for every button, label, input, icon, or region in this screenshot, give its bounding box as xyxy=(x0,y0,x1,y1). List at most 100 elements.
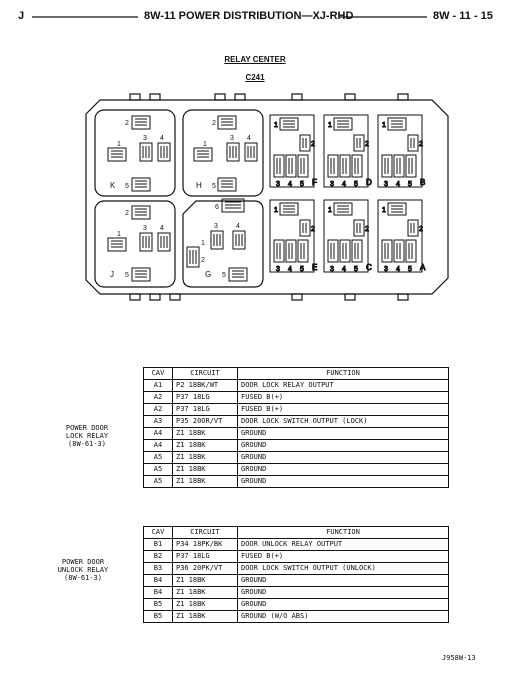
svg-text:3: 3 xyxy=(143,135,147,142)
header-page-number: 8W - 11 - 15 xyxy=(433,10,493,22)
svg-text:4: 4 xyxy=(247,135,251,142)
svg-text:1: 1 xyxy=(201,240,205,247)
header-rules xyxy=(32,16,427,18)
pin-label: 4 xyxy=(342,181,346,188)
pin-label: 2 xyxy=(365,141,369,148)
figure-id: J958W-13 xyxy=(442,654,476,662)
pin-label: 3 xyxy=(276,181,280,188)
pin-label: 4 xyxy=(288,266,292,273)
relay-letter-h: H xyxy=(196,181,202,190)
svg-text:5: 5 xyxy=(212,183,216,190)
table-header-row: CAV CIRCUIT FUNCTION xyxy=(143,367,449,380)
svg-text:2: 2 xyxy=(125,210,129,217)
pin-label: 2 xyxy=(311,226,315,233)
relay-letter-k: K xyxy=(110,181,116,190)
svg-text:2: 2 xyxy=(201,257,205,264)
svg-text:4: 4 xyxy=(160,225,164,232)
pin-label: 1 xyxy=(328,122,332,129)
relay-letter-a: A xyxy=(420,263,426,272)
pin-label: 1 xyxy=(328,207,332,214)
svg-text:3: 3 xyxy=(143,225,147,232)
pin-label: 3 xyxy=(384,181,388,188)
relay-socket-k xyxy=(94,109,176,197)
svg-text:6: 6 xyxy=(215,204,219,211)
relay-letter-d: D xyxy=(366,178,372,187)
pin-label: 5 xyxy=(354,266,358,273)
relay-letter-g: G xyxy=(205,270,211,279)
svg-text:5: 5 xyxy=(125,272,129,279)
lock-relay-label: POWER DOOR LOCK RELAY (8W-61-3) xyxy=(65,424,109,448)
pin-label: 1 xyxy=(274,122,278,129)
pin-label: 3 xyxy=(276,266,280,273)
svg-text:3: 3 xyxy=(214,223,218,230)
pin-label: 1 xyxy=(274,207,278,214)
pin-label: 1 xyxy=(382,207,386,214)
col-circuit: CIRCUIT xyxy=(172,526,238,539)
col-function: FUNCTION xyxy=(237,367,449,380)
relay-letter-b: B xyxy=(420,178,425,187)
connector-id: C241 xyxy=(245,73,265,82)
relay-socket-h xyxy=(182,109,264,197)
svg-text:1: 1 xyxy=(117,141,121,148)
svg-text:5: 5 xyxy=(125,183,129,190)
relay-center-diagram: 2 1 3 4 5 2 1 3 4 5 2 1 3 4 5 6 2 3 4 1 5 K H J G 1 2 3… xyxy=(85,93,449,301)
col-circuit: CIRCUIT xyxy=(172,367,238,380)
pin-label: 3 xyxy=(330,181,334,188)
svg-text:3: 3 xyxy=(230,135,234,142)
pin-label: 4 xyxy=(288,181,292,188)
unlock-relay-label: POWER DOOR UNLOCK RELAY (8W-61-3) xyxy=(57,558,109,582)
svg-text:4: 4 xyxy=(160,135,164,142)
pin-label: 5 xyxy=(300,266,304,273)
svg-text:5: 5 xyxy=(222,272,226,279)
pin-label: 5 xyxy=(300,181,304,188)
pin-label: 1 xyxy=(382,122,386,129)
pin-label: 3 xyxy=(384,266,388,273)
svg-text:2: 2 xyxy=(212,120,216,127)
relay-socket-j xyxy=(94,200,176,288)
svg-text:1: 1 xyxy=(203,141,207,148)
svg-text:4: 4 xyxy=(236,223,240,230)
pin-label: 5 xyxy=(408,181,412,188)
pin-label: 4 xyxy=(342,266,346,273)
mini-relay-socket-f: 1 2 3 4 5 F xyxy=(269,114,318,189)
relay-socket-g xyxy=(182,200,264,288)
col-cav: CAV xyxy=(143,367,173,380)
pin-label: 5 xyxy=(408,266,412,273)
svg-text:1: 1 xyxy=(117,231,121,238)
pin-label: 2 xyxy=(311,141,315,148)
relay-letter-c: C xyxy=(366,263,372,272)
svg-text:2: 2 xyxy=(125,120,129,127)
diagram-title: RELAY CENTER xyxy=(224,55,286,64)
pin-label: 3 xyxy=(330,266,334,273)
pin-label: 2 xyxy=(419,226,423,233)
relay-letter-f: F xyxy=(312,178,317,187)
table-header-row: CAV CIRCUIT FUNCTION xyxy=(143,526,449,539)
header-title: 8W-11 POWER DISTRIBUTION—XJ-RHD xyxy=(144,10,354,22)
col-function: FUNCTION xyxy=(237,526,449,539)
pin-label: 4 xyxy=(396,181,400,188)
header-left: J xyxy=(18,10,25,22)
mini-relay-socket-b: 1 2 3 4 5 B xyxy=(377,114,426,189)
relay-letter-j: J xyxy=(110,270,114,279)
pin-label: 2 xyxy=(419,141,423,148)
